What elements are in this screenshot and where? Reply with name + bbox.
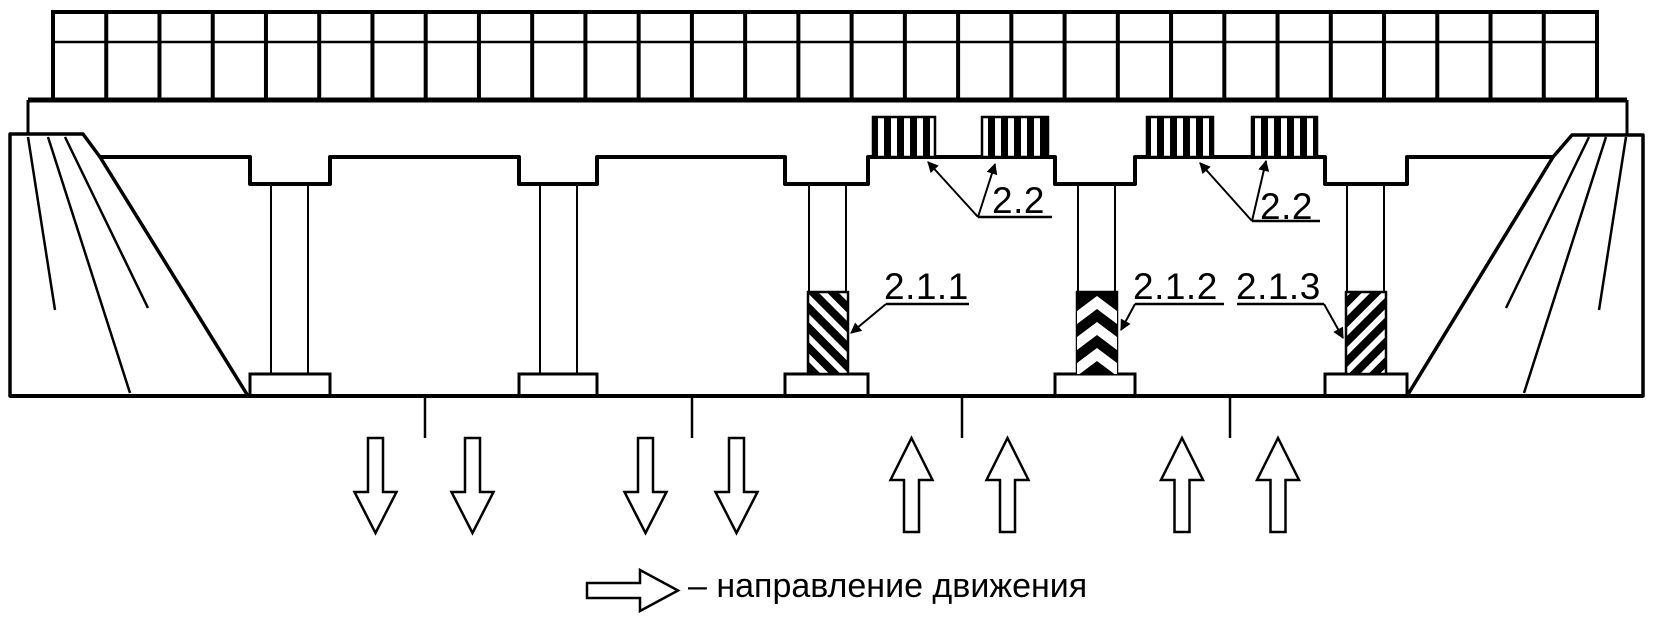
marking-2-1-3-diagonal-stripes [1344, 290, 1388, 376]
leader-lines [850, 159, 1344, 339]
bridge-deck [26, 97, 1629, 186]
up-arrow-icon [984, 435, 1031, 534]
label-marking-2-2-span5: 2.2 [1260, 186, 1313, 227]
right-abutment [1405, 133, 1645, 398]
label-marking-2-1-2: 2.1.2 [1133, 266, 1218, 307]
down-arrow-icon [622, 436, 669, 536]
marking-2-1-1-diagonal-stripes [806, 290, 850, 376]
up-arrow-icon [1158, 435, 1206, 534]
down-arrow-icon [352, 436, 399, 536]
label-marking-2-1-3: 2.1.3 [1236, 266, 1321, 307]
traffic-arrows-up [888, 435, 1302, 534]
railing-posts [51, 10, 1599, 100]
legend-caption: – направление движения [688, 567, 1088, 605]
parapet-railing [51, 10, 1599, 100]
marking-2-1-2-chevrons [1075, 290, 1119, 376]
pier-footings [248, 372, 1409, 396]
marking-2-2-group [871, 115, 1319, 159]
left-abutment-slope-lines [26, 136, 150, 394]
legend-right-arrow-icon [585, 567, 681, 614]
label-marking-2-2-span4: 2.2 [992, 180, 1045, 221]
left-abutment [8, 132, 250, 398]
label-marking-2-1-1: 2.1.1 [884, 266, 969, 307]
down-arrow-icon [713, 436, 760, 536]
down-arrow-icon [449, 436, 496, 536]
right-abutment-slope-lines [1504, 136, 1628, 394]
left-abutment-outline [8, 132, 250, 398]
traffic-arrows-down [352, 436, 760, 536]
up-arrow-icon [888, 435, 935, 534]
span-center-ticks [423, 398, 1232, 438]
deck-soffit-with-pier-caps [100, 155, 1553, 186]
right-abutment-outline [1405, 133, 1645, 398]
up-arrow-icon [1254, 435, 1302, 534]
